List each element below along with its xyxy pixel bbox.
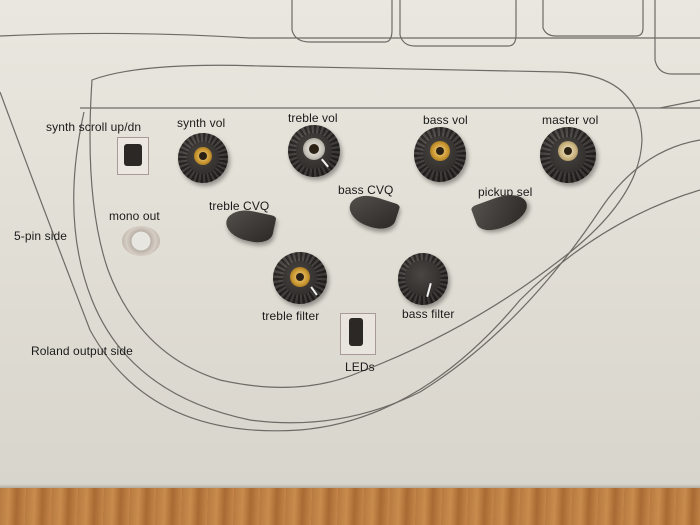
top-cutout-2 (399, 0, 517, 47)
top-cutout-1 (291, 0, 393, 43)
outer-edge-line (0, 91, 700, 432)
label-mono-out: mono out (109, 209, 160, 223)
treble-filter-knob[interactable] (273, 252, 327, 304)
label-synth-scroll: synth scroll up/dn (46, 120, 142, 134)
mono-out-jack-washer (122, 226, 160, 256)
label-5pin-side: 5-pin side (14, 229, 68, 243)
synth-scroll-switch[interactable] (117, 137, 149, 175)
pencil-outline-drawing (0, 0, 700, 432)
bass-filter-knob[interactable] (398, 253, 448, 305)
label-bass-vol: bass vol (423, 113, 468, 127)
outer-body-outline (73, 111, 700, 424)
label-treble-filter: treble filter (262, 309, 320, 323)
label-bass-cvq: bass CVQ (338, 183, 394, 197)
label-master-vol: master vol (542, 113, 599, 127)
paper-template (0, 0, 700, 488)
treble-vol-knob[interactable] (288, 125, 340, 177)
bass-vol-knob[interactable] (414, 127, 466, 182)
paper-edge-shadow (0, 484, 700, 490)
synth-vol-knob[interactable] (178, 133, 228, 183)
top-cutout-3 (542, 0, 644, 37)
label-synth-vol: synth vol (177, 116, 226, 130)
leds-switch[interactable] (340, 313, 376, 355)
label-leds: LEDs (345, 360, 375, 374)
label-treble-cvq: treble CVQ (209, 199, 270, 213)
master-vol-knob[interactable] (540, 127, 596, 183)
right-guide (659, 99, 700, 109)
top-guide-line (0, 32, 700, 39)
label-treble-vol: treble vol (288, 111, 338, 125)
label-bass-filter: bass filter (402, 307, 455, 321)
inner-body-outline (89, 64, 643, 388)
top-cutout-4 (654, 0, 700, 75)
label-roland-output-side: Roland output side (31, 344, 133, 358)
wood-table (0, 488, 700, 525)
